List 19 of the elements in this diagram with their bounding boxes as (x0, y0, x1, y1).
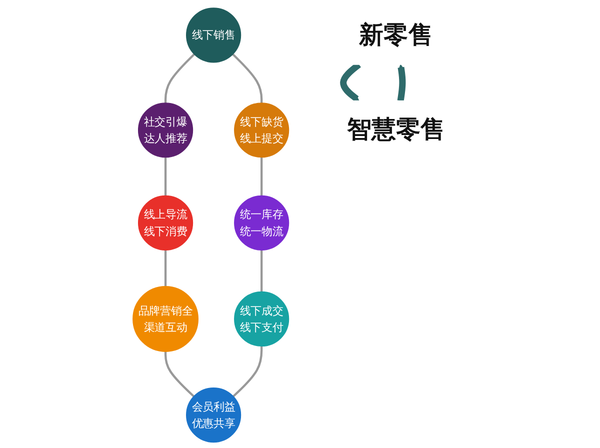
node-circle: 线下销售 (186, 8, 242, 63)
node-circle: 线下成交线下支付 (234, 291, 290, 347)
node-circle: 线下缺货线上提交 (234, 102, 290, 158)
node-text: 智慧零售 (346, 115, 446, 144)
node-circle: 统一库存统一物流 (234, 195, 290, 250)
connector (232, 346, 263, 398)
connector (260, 157, 263, 196)
node-text: 新零售 (359, 20, 434, 50)
connector (164, 352, 195, 398)
connector (260, 250, 263, 292)
connector (232, 54, 263, 103)
node-circle: 社交引爆达人推荐 (138, 102, 194, 158)
node-circle: 会员利益优惠共享 (186, 387, 242, 443)
node-circle: 品牌营销全渠道互动 (132, 286, 199, 352)
connector (164, 54, 195, 103)
connector (164, 157, 167, 196)
connector (164, 250, 167, 286)
node-circle: 线上导流线下消费 (138, 195, 194, 250)
arrow (397, 64, 406, 102)
